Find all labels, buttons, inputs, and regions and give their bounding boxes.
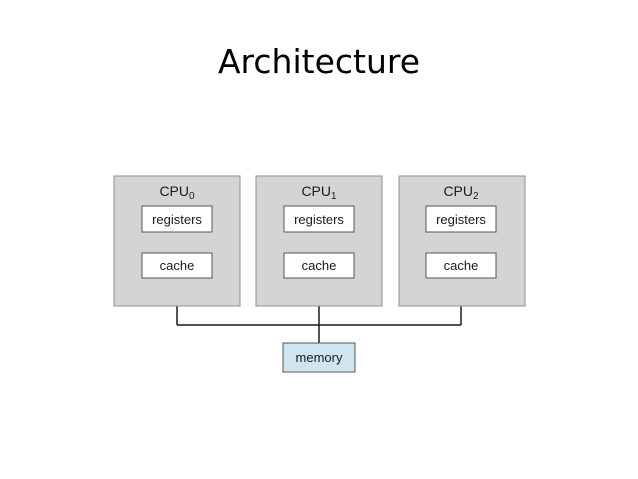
cpu-0-registers-box — [141, 205, 213, 233]
cpu-1-cache-box — [283, 252, 355, 279]
cpu-1-panel — [255, 175, 383, 307]
cpu-1-name: CPU — [301, 183, 331, 199]
cpu-1: CPU1 registers cache — [255, 175, 383, 307]
memory-label: memory — [296, 350, 343, 365]
page-title: Architecture — [217, 42, 421, 81]
cpu-2-label: CPU2 — [443, 183, 479, 202]
cpu-2: CPU2 registers cache — [398, 175, 526, 307]
cpu-0-cache-label: cache — [160, 258, 195, 273]
cpu-0-name: CPU — [159, 183, 189, 199]
cpu-0-cache-box — [141, 252, 213, 279]
cpu-0-registers-label: registers — [152, 212, 202, 227]
cpu-2-cache-label: cache — [444, 258, 479, 273]
cpu-1-registers-box — [283, 205, 355, 233]
memory-box — [282, 342, 356, 373]
cpu-1-label: CPU1 — [301, 183, 337, 202]
cpu-1-subscript: 1 — [331, 191, 337, 202]
cpu-1-cache-label: cache — [302, 258, 337, 273]
cpu-2-subscript: 2 — [473, 191, 479, 202]
cpu-2-panel — [398, 175, 526, 307]
cpu-1-registers-label: registers — [294, 212, 344, 227]
cpu-2-cache-box — [425, 252, 497, 279]
cpu-2-registers-label: registers — [436, 212, 486, 227]
cpu-0-subscript: 0 — [189, 191, 195, 202]
memory: memory — [282, 342, 356, 373]
cpu-2-registers-box — [425, 205, 497, 233]
cpu-0-panel — [113, 175, 241, 307]
cpu-0: CPU0 registers cache — [113, 175, 241, 307]
cpu-2-name: CPU — [443, 183, 473, 199]
cpu-0-label: CPU0 — [159, 183, 195, 202]
